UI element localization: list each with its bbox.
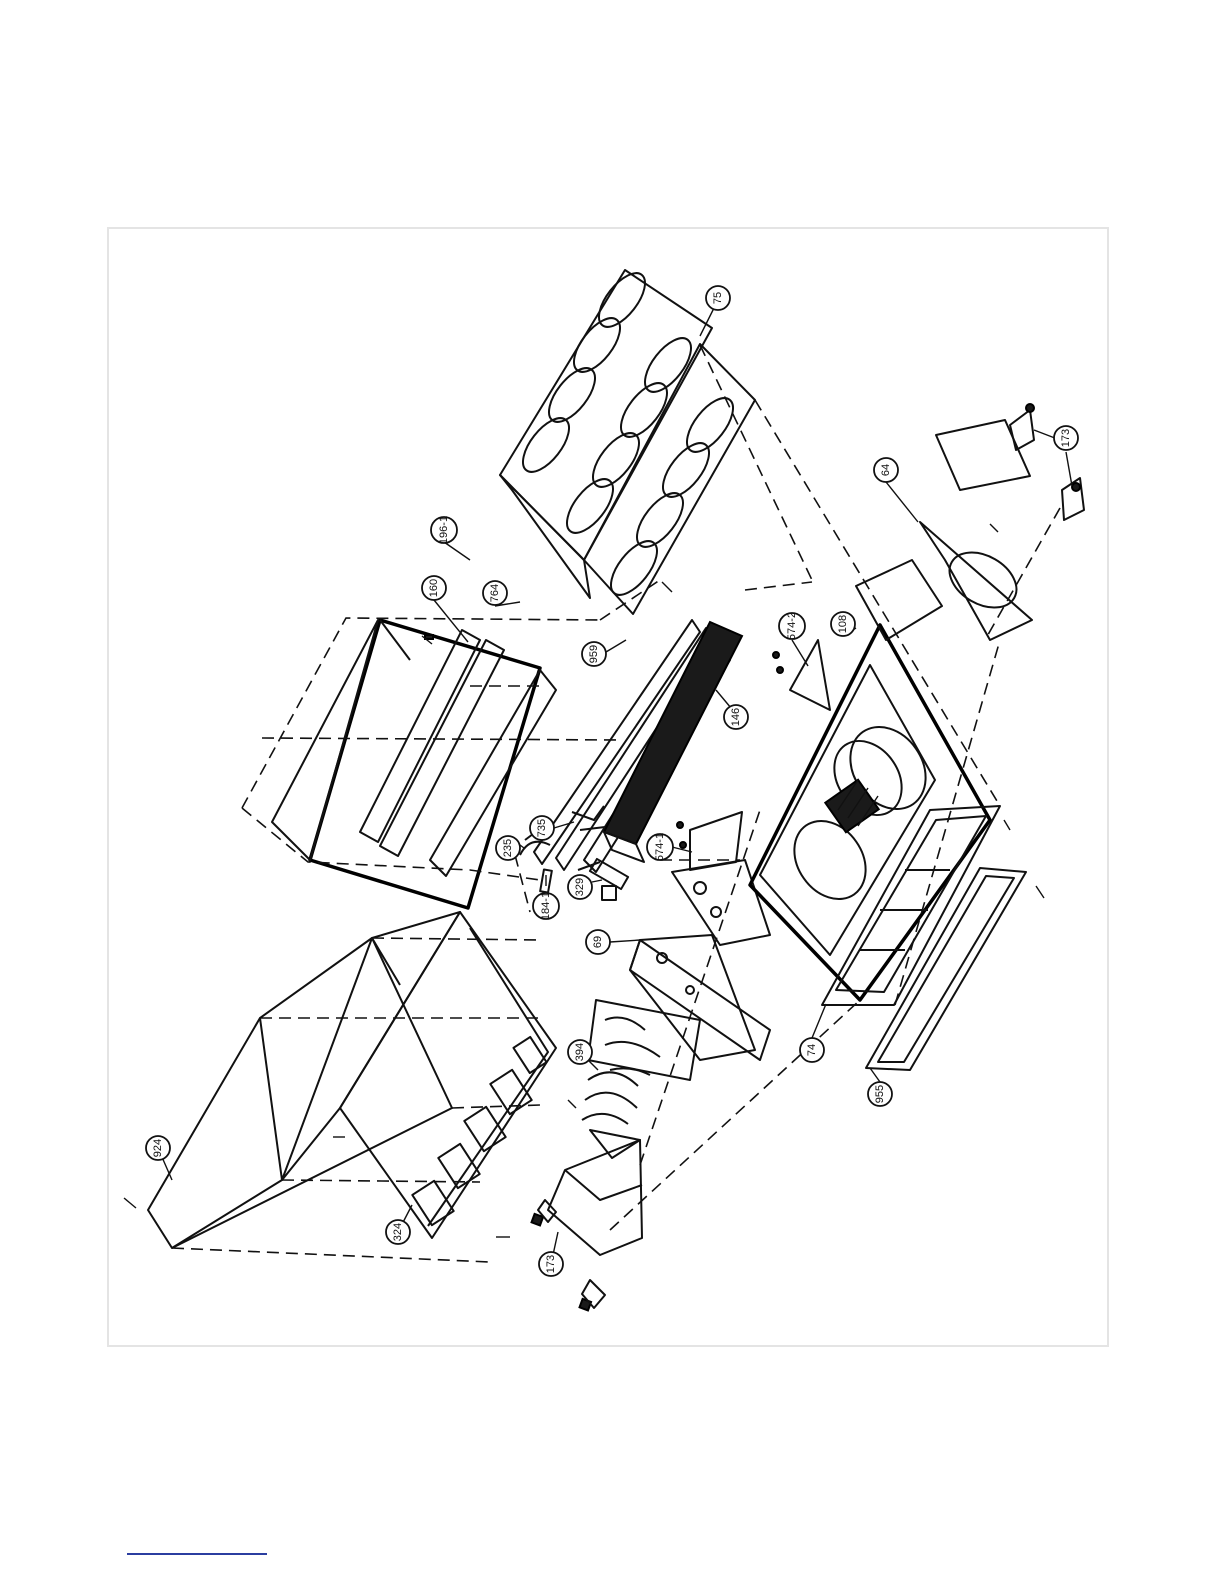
callout-108-label: 108 [837, 615, 849, 633]
callout-173-left-label: 173 [545, 1255, 557, 1273]
callout-924-label: 924 [152, 1139, 164, 1157]
callout-160-label: 160 [428, 579, 440, 597]
callout-735-label: 735 [536, 819, 548, 837]
callout-329-label: 329 [574, 878, 586, 896]
callout-173-right-label: 173 [1060, 429, 1072, 447]
callout-959-label: 959 [588, 645, 600, 663]
callout-324-label: 324 [392, 1223, 404, 1241]
callout-69-label: 69 [592, 936, 604, 948]
filter-rack [500, 266, 755, 614]
callout-955-label: 955 [874, 1085, 886, 1103]
callout-955: 955 [868, 1068, 892, 1106]
callout-959: 959 [582, 640, 626, 666]
callout-196-1: 196-1 [431, 516, 470, 560]
callout-394: 394 [568, 1040, 598, 1070]
callout-235-label: 235 [502, 839, 514, 857]
control-box [532, 1130, 642, 1310]
callout-64: 64 [874, 458, 918, 522]
mounting-bracket [773, 640, 830, 710]
access-panel [282, 912, 556, 1238]
callout-75-label: 75 [712, 292, 724, 304]
callout-74-label: 74 [806, 1044, 818, 1056]
callout-394-label: 394 [574, 1043, 586, 1061]
main-casing [272, 620, 556, 908]
callout-235: 235 [496, 836, 524, 860]
callout-764: 764 [483, 581, 520, 606]
callout-173-right: 173 [1034, 426, 1078, 486]
callout-75: 75 [700, 286, 730, 336]
callout-184-1: 184-1 [533, 875, 559, 920]
callout-764-label: 764 [489, 584, 501, 602]
side-panel [856, 420, 1032, 640]
hanger-brackets [1010, 404, 1084, 520]
diagram-frame [108, 228, 1108, 1346]
footer-rule [127, 1553, 267, 1555]
callout-196-1-label: 196-1 [438, 516, 450, 544]
callout-64-label: 64 [880, 464, 892, 476]
callout-108: 108 [831, 612, 856, 636]
callout-574-1-label: 574-1 [654, 833, 666, 861]
callout-924: 924 [146, 1136, 172, 1180]
callout-173-left: 173 [539, 1232, 563, 1276]
blower-bracket [630, 860, 770, 1060]
callout-146: 146 [716, 690, 748, 729]
filter-frames [822, 806, 1026, 1070]
callout-329: 329 [568, 875, 602, 899]
callout-324: 324 [386, 1205, 412, 1244]
callout-69: 69 [586, 930, 640, 954]
callout-574-2: 574-2 [779, 612, 808, 666]
bracket-panel [582, 1000, 700, 1124]
callout-74: 74 [800, 1004, 826, 1062]
callout-184-1-label: 184-1 [540, 892, 552, 920]
coil-assembly [534, 620, 742, 872]
callout-146-label: 146 [730, 708, 742, 726]
assembly-guide-lines [172, 345, 1060, 1262]
blower-deck [750, 625, 990, 1000]
callout-574-2-label: 574-2 [786, 612, 798, 640]
